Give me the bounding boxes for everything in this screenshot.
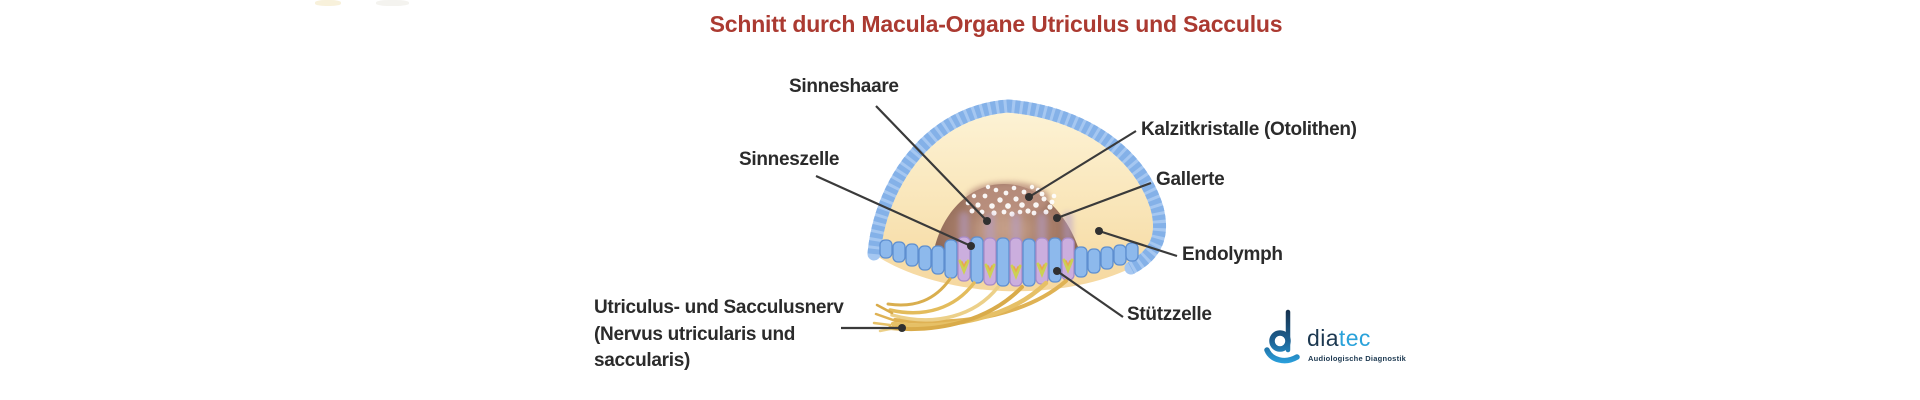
nerve-fibers [872, 277, 1068, 333]
leader-lines [815, 105, 1178, 330]
diatec-d-logo-icon [1264, 309, 1300, 364]
membrane-band [867, 99, 1167, 275]
top-smudge-artifact [315, 0, 341, 6]
page-title: Schnitt durch Macula-Organe Utriculus un… [709, 11, 1283, 37]
leader-dots [898, 193, 1103, 332]
diatec-wordmark: diatec [1307, 326, 1371, 350]
sensory-cell-chevrons [958, 258, 1074, 281]
label-gallerte: Gallerte [1156, 169, 1225, 190]
label-endolymph: Endolymph [1182, 244, 1283, 265]
label-nerv-line-2: (Nervus utricularis und [594, 323, 796, 345]
label-kalzitkristalle-otolithen: Kalzitkristalle (Otolithen) [1141, 119, 1357, 140]
label-nerv-line-1: Utriculus- und Sacculusnerv [594, 297, 844, 318]
label-nerv-line-3: saccularis) [594, 350, 690, 371]
top-smudge-artifact [376, 0, 409, 6]
diatec-logo: diatec Audiologische Diagnostik [1264, 308, 1414, 368]
label-stuetzzelle: Stützzelle [1127, 304, 1212, 325]
diatec-wordmark-tec: tec [1338, 325, 1371, 351]
diatec-tagline: Audiologische Diagnostik [1308, 354, 1407, 363]
label-utriculus-sacculusnerv: Utriculus- und Sacculusnerv (Nervus utri… [594, 295, 844, 375]
diatec-wordmark-dia: dia [1307, 325, 1339, 351]
label-sinneshaare: Sinneshaare [789, 76, 899, 97]
cell-row [879, 236, 1139, 287]
label-sinneszelle: Sinneszelle [739, 149, 840, 170]
